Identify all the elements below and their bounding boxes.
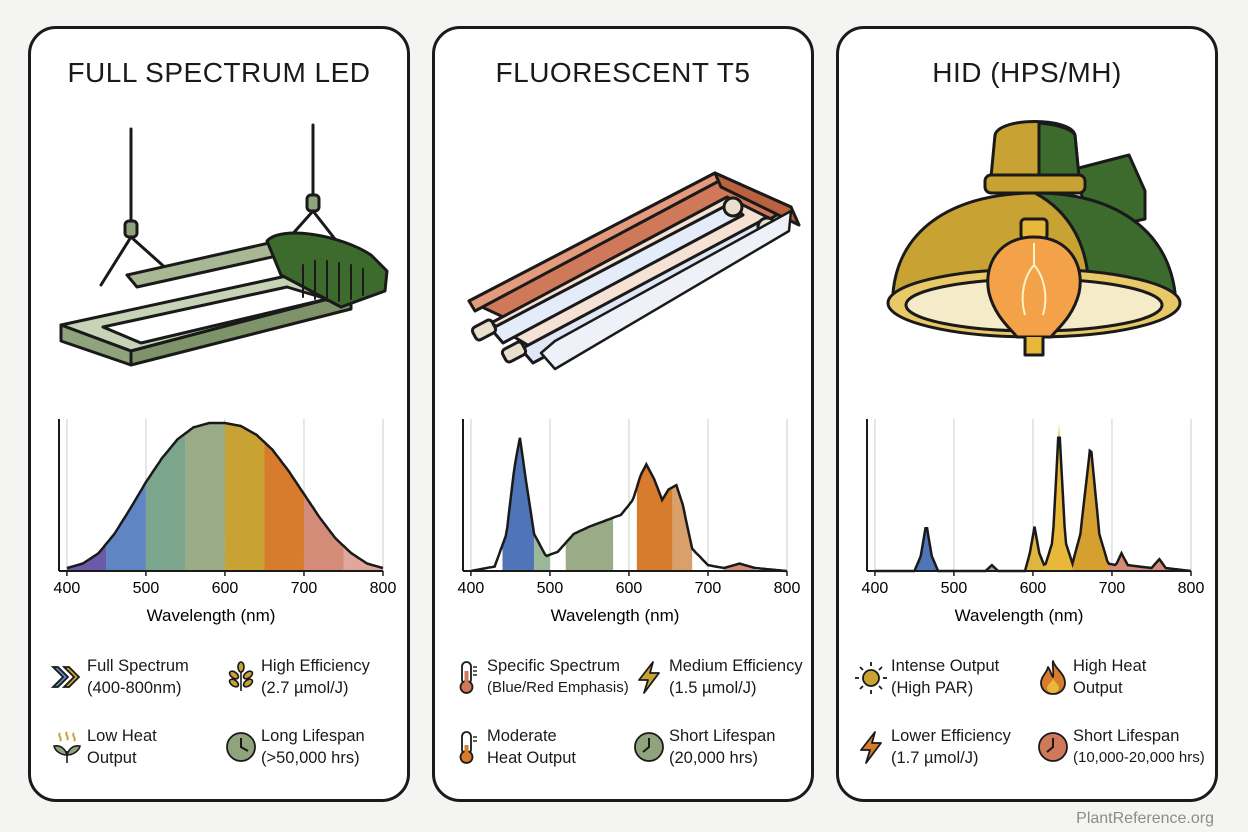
lightning-icon: [860, 731, 882, 764]
feature-specific-spectrum: Specific Spectrum (Blue/Red Emphasis): [449, 655, 629, 707]
led-spectrum-chart: 400 500 600 700 800 Wavelength (nm): [54, 419, 397, 625]
feature-title: Specific Spectrum: [487, 657, 620, 675]
spectrum-band: [1025, 526, 1045, 571]
spectrum-band: [1072, 450, 1109, 571]
x-tick-label: 700: [291, 580, 318, 597]
feature-medium-efficiency: Medium Efficiency (1.5 µmol/J): [631, 655, 803, 707]
feature-short-lifespan: Short Lifespan (10,000-20,000 hrs): [1035, 725, 1205, 777]
x-tick-label: 800: [370, 580, 397, 597]
panel-title: FULL SPECTRUM LED: [67, 57, 371, 88]
x-tick-label: 700: [1099, 580, 1126, 597]
feature-title: Intense Output: [891, 657, 1000, 675]
feature-title: Medium Efficiency: [669, 657, 803, 675]
panel-full-spectrum-led: FULL SPECTRUM LED: [28, 26, 410, 802]
panel-fluorescent-t5: FLUORESCENT T5 400 500 600 700 800 Wavelengt…: [432, 26, 814, 802]
heat-sprout-icon: [53, 731, 81, 763]
spectrum-band: [1108, 554, 1191, 571]
spectrum-curve: [874, 436, 1192, 573]
feature-title: High Heat: [1073, 657, 1147, 675]
lightning-icon: [638, 661, 660, 694]
feature-short-lifespan: Short Lifespan (20,000 hrs): [631, 725, 801, 777]
double-chevron-icon: [50, 666, 81, 688]
spectrum-band: [672, 485, 693, 571]
feature-title: Lower Efficiency: [891, 727, 1011, 745]
x-tick-label: 400: [862, 580, 889, 597]
spectrum-band: [264, 442, 304, 571]
feature-detail: (High PAR): [891, 679, 974, 697]
fluorescent-fixture-illustration: [467, 171, 801, 371]
x-axis-label: Wavelength (nm): [147, 606, 276, 625]
spectrum-band: [106, 482, 146, 571]
x-tick-label: 500: [537, 580, 564, 597]
feature-detail: (20,000 hrs): [669, 749, 758, 767]
x-tick-label: 700: [695, 580, 722, 597]
spectrum-band: [185, 423, 225, 571]
x-tick-label: 600: [616, 580, 643, 597]
feature-detail: (400-800nm): [87, 679, 182, 697]
clock-icon: [1038, 732, 1068, 762]
feature-detail: (1.5 µmol/J): [669, 679, 757, 697]
thermometer-icon: [459, 731, 477, 764]
feature-title: Low Heat: [87, 727, 157, 745]
feature-detail: (>50,000 hrs): [261, 749, 360, 767]
feature-title: Long Lifespan: [261, 727, 365, 745]
feature-long-lifespan: Long Lifespan (>50,000 hrs): [223, 725, 393, 777]
x-tick-label: 800: [774, 580, 801, 597]
flame-icon: [1040, 660, 1066, 695]
spectrum-curve: [66, 421, 384, 570]
spectrum-band: [1044, 423, 1073, 571]
feature-title: Short Lifespan: [669, 727, 776, 745]
panel-title: FLUORESCENT T5: [495, 57, 751, 88]
spectrum-band: [565, 517, 614, 571]
watermark: PlantReference.org: [1076, 810, 1214, 827]
feature-full-spectrum: Full Spectrum (400-800nm): [49, 655, 219, 707]
feature-title: High Efficiency: [261, 657, 370, 675]
x-tick-label: 400: [458, 580, 485, 597]
sun-icon: [855, 662, 887, 694]
feature-detail: (10,000-20,000 hrs): [1073, 749, 1205, 766]
feature-detail: Output: [87, 749, 137, 767]
feature-title: Full Spectrum: [87, 657, 189, 675]
feature-title: Moderate: [487, 727, 557, 745]
fluorescent-spectrum-chart: 400 500 600 700 800 Wavelength (nm): [458, 419, 801, 625]
feature-detail: Output: [1073, 679, 1123, 697]
x-tick-label: 600: [212, 580, 239, 597]
x-axis-label: Wavelength (nm): [955, 606, 1084, 625]
feature-intense-output: Intense Output (High PAR): [853, 655, 1023, 707]
panel-hid-hps-mh: HID (HPS/MH) 400 500 600 700 800 Wavelength …: [836, 26, 1218, 802]
clock-icon: [226, 732, 256, 762]
feature-title: Short Lifespan: [1073, 727, 1180, 745]
panel-title: HID (HPS/MH): [932, 57, 1122, 88]
x-axis-label: Wavelength (nm): [551, 606, 680, 625]
spectrum-band: [636, 464, 673, 571]
spectrum-band: [66, 543, 107, 571]
led-grow-light-illustration: [59, 123, 389, 367]
feature-detail: (Blue/Red Emphasis): [487, 679, 629, 696]
feature-detail: (2.7 µmol/J): [261, 679, 349, 697]
spectrum-band: [343, 545, 383, 571]
thermometer-icon: [459, 661, 477, 694]
wheat-icon: [228, 661, 254, 691]
x-tick-label: 600: [1020, 580, 1047, 597]
x-tick-label: 800: [1178, 580, 1205, 597]
spectrum-band: [303, 494, 344, 571]
spectrum-band: [502, 437, 535, 571]
feature-high-efficiency: High Efficiency (2.7 µmol/J): [223, 655, 393, 707]
spectrum-band: [224, 423, 265, 571]
feature-lower-efficiency: Lower Efficiency (1.7 µmol/J): [853, 725, 1023, 777]
x-tick-label: 500: [133, 580, 160, 597]
spectrum-curve: [470, 437, 788, 573]
clock-icon: [634, 732, 664, 762]
spectrum-band: [723, 563, 756, 571]
hid-spectrum-chart: 400 500 600 700 800 Wavelength (nm): [862, 419, 1205, 625]
feature-detail: (1.7 µmol/J): [891, 749, 979, 767]
feature-detail: Heat Output: [487, 749, 576, 767]
hid-lamp-illustration: [886, 120, 1182, 357]
x-tick-label: 400: [54, 580, 81, 597]
x-tick-label: 500: [941, 580, 968, 597]
